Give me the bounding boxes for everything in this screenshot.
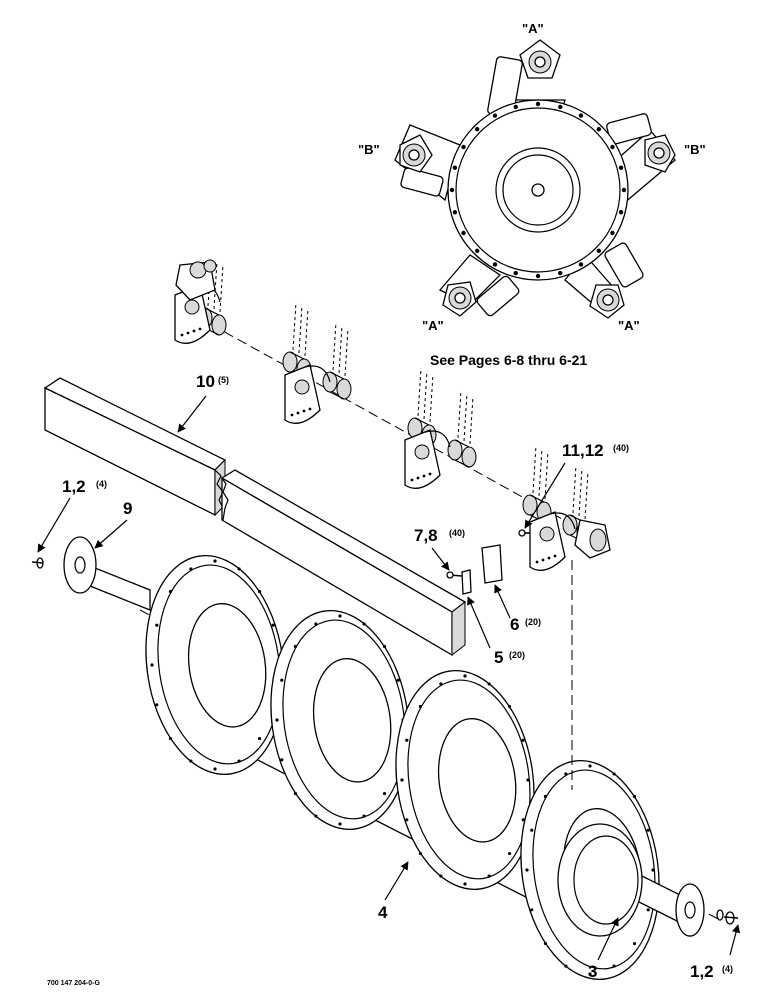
drum-flight-disc xyxy=(270,610,410,830)
svg-text:(4): (4) xyxy=(96,479,107,489)
bolt-hole xyxy=(474,126,480,132)
bearing-plate-hardware xyxy=(446,529,530,595)
tine-shaft-assembly xyxy=(174,257,611,571)
bolt-hole xyxy=(513,270,518,276)
label-a-top: "A" xyxy=(522,21,544,36)
callout-4: 4 xyxy=(378,861,409,922)
tine-shaft-segment xyxy=(447,389,477,468)
drum-assembly xyxy=(31,536,739,980)
plate-6 xyxy=(481,544,503,584)
callout-7-8: 7,8 (40) xyxy=(414,526,465,571)
drum-bolt-holes xyxy=(449,101,627,279)
svg-text:4: 4 xyxy=(378,903,388,922)
svg-text:11,12: 11,12 xyxy=(562,441,604,460)
bolt-hole xyxy=(474,248,480,254)
bolt-hole xyxy=(449,187,455,193)
svg-text:(20): (20) xyxy=(509,650,525,660)
bolt-hole xyxy=(578,262,584,267)
label-b-right: "B" xyxy=(684,142,706,157)
svg-text:(20): (20) xyxy=(525,617,541,627)
flange-9 xyxy=(63,536,97,594)
bolt-hole xyxy=(492,113,498,118)
bolt-hole xyxy=(558,104,563,110)
bolt-hole xyxy=(610,230,615,236)
bolt-7-8 xyxy=(446,571,463,579)
bearing-b-left xyxy=(399,134,433,173)
figure-id: 700 147 204-0-G xyxy=(47,980,100,987)
drum-flight-disc xyxy=(395,670,535,890)
bolt-hole xyxy=(618,165,624,170)
label-a-bottom-left: "A" xyxy=(422,318,444,333)
bolt-hole xyxy=(558,270,563,276)
callout-1-2-bottom: 1,2 (4) xyxy=(690,924,741,981)
svg-text:7,8: 7,8 xyxy=(414,526,438,545)
bolt-hole xyxy=(618,210,624,215)
bearing-b-right xyxy=(644,134,676,173)
channel-10 xyxy=(43,377,467,657)
callout-11-12: 11,12 (40) xyxy=(524,441,629,529)
bolt-hole xyxy=(461,230,466,236)
bolt-hole xyxy=(621,187,627,193)
svg-text:3: 3 xyxy=(588,962,597,981)
svg-text:1,2: 1,2 xyxy=(62,477,86,496)
callout-5: 5 (20) xyxy=(467,596,525,667)
bearing-bracket xyxy=(284,364,331,424)
bolt-hole xyxy=(492,262,498,267)
bolt-11-12 xyxy=(518,529,530,537)
see-pages-note: See Pages 6-8 thru 6-21 xyxy=(430,352,587,368)
bearing-bracket xyxy=(529,511,576,571)
callout-1-2-top: 1,2 (4) xyxy=(37,477,107,553)
svg-text:(40): (40) xyxy=(449,528,465,538)
svg-text:(40): (40) xyxy=(613,443,629,453)
callout-9: 9 xyxy=(94,499,132,549)
bearing-bracket xyxy=(174,284,221,344)
plate-5 xyxy=(461,569,472,595)
label-b-left: "B" xyxy=(358,142,380,157)
tine-shaft-segment xyxy=(322,321,352,400)
callout-3: 3 xyxy=(588,917,619,981)
bolt-hole xyxy=(596,248,602,254)
bearing-a-top xyxy=(519,39,561,79)
callout-6: 6 (20) xyxy=(494,584,541,634)
svg-text:10: 10 xyxy=(196,372,215,391)
bolt-hole xyxy=(452,165,458,170)
bolt-hole xyxy=(535,101,541,107)
bolt-hole xyxy=(578,113,584,118)
bolt-hole xyxy=(535,273,541,279)
bolt-hole xyxy=(610,144,615,150)
bolt-hole xyxy=(596,126,602,132)
svg-text:9: 9 xyxy=(123,499,132,518)
tine-shaft-segment xyxy=(522,444,552,523)
svg-text:1,2: 1,2 xyxy=(690,962,714,981)
bolt-hole xyxy=(513,104,518,110)
label-a-bottom-right: "A" xyxy=(618,318,640,333)
bolt-hole xyxy=(461,144,466,150)
bearing-a-bottom-left xyxy=(442,281,477,317)
bearing-a-bottom-right xyxy=(589,284,625,319)
bolt-hole xyxy=(452,210,458,215)
svg-text:6: 6 xyxy=(510,615,519,634)
svg-text:(5): (5) xyxy=(218,375,229,385)
callout-10: 10 (5) xyxy=(177,372,229,433)
end-view-detail xyxy=(394,39,676,319)
svg-text:5: 5 xyxy=(494,648,503,667)
svg-text:(4): (4) xyxy=(722,964,733,974)
bearing-bracket xyxy=(404,429,451,489)
